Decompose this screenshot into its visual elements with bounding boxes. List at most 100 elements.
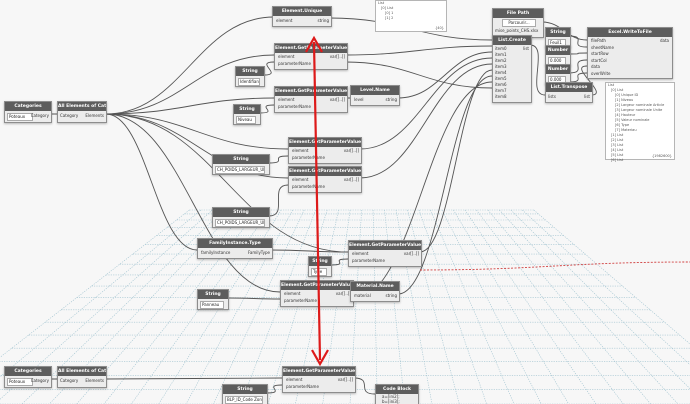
string-value-input[interactable]: CH_POIDS_LARGEUR_UNIT_NIC [215, 219, 265, 227]
node-title: String [213, 155, 269, 164]
node-title: String [309, 257, 331, 266]
port-label: element [276, 18, 293, 23]
connector-wire [330, 258, 349, 266]
node-title: Element.GetParameterValueByName [275, 87, 347, 96]
preview-line: [4] List [611, 148, 624, 152]
arrow-head-icon [305, 35, 323, 53]
node-title: Categories [5, 102, 51, 111]
category-dropdown[interactable]: Poteaux [7, 113, 33, 121]
node-title: Level.Name [351, 86, 399, 95]
grid-line [464, 209, 597, 404]
preview-line: List [378, 1, 385, 5]
getparameter-node[interactable]: Element.GetParameterValueByNameelementpa… [288, 166, 362, 193]
node-title: Element.GetParameterValueByName [275, 44, 347, 53]
getparameter-node[interactable]: Element.GetParameterValueByNameelementpa… [348, 240, 422, 267]
grid-line [213, 209, 305, 404]
code-block-node[interactable]: Code Blocka=[ini2];b=[ini3];c=... [375, 384, 419, 404]
port-label: data [591, 64, 601, 69]
node-title: FamilyInstance.Type [198, 239, 272, 248]
port-label: item1 [495, 52, 507, 57]
grid-line [185, 209, 293, 404]
connector-wire [568, 59, 588, 74]
preview-bubble[interactable]: List[0] List[0] 1[1] 2{40} [375, 0, 447, 32]
node-body: Niveau [234, 114, 260, 124]
node-title: String [213, 208, 269, 217]
node-title: Element.GetParameterValueByName [289, 167, 361, 176]
port-label: FamilyType [247, 250, 270, 255]
port-label: data [659, 38, 669, 43]
connector-wire [345, 61, 493, 89]
getparameter-node[interactable]: Element.GetParameterValueByNameelementpa… [288, 137, 362, 164]
port-label: list [584, 94, 590, 99]
node-title: All Elements of Category [58, 367, 106, 376]
grid-line [499, 209, 679, 404]
port-label: parameterName [352, 258, 385, 263]
preview-line: [3] List [611, 143, 624, 147]
node-title: Element.GetParameterValueByName [289, 138, 361, 147]
grid-line [395, 209, 433, 404]
browse-button[interactable]: Parcourir... [502, 19, 536, 27]
port-label: parameterName [278, 61, 311, 66]
preview-line: [1] List [611, 133, 624, 137]
file-path-value: mise_points_CHS.xlsx [495, 28, 539, 33]
category-dropdown[interactable]: Poteaux [7, 378, 33, 386]
connector-wire [581, 65, 597, 96]
string-value-input[interactable]: Identifiant [238, 78, 260, 86]
connector-wire [345, 45, 493, 56]
connector-wire [105, 113, 198, 251]
port-label: startRow [591, 51, 609, 56]
connector-wire [268, 184, 289, 217]
port-label: item0 [495, 46, 507, 51]
preview-line: [3] Largeur nominale Unite [615, 108, 663, 112]
string-value-input[interactable]: Niveau [236, 116, 256, 124]
connector-wire [263, 61, 275, 76]
preview-line: [5] List [611, 153, 624, 157]
port-label: lists [548, 94, 556, 99]
node-title: String [223, 385, 267, 394]
preview-line: List [608, 83, 615, 87]
getparameter-node[interactable]: Element.GetParameterValueByNameelementpa… [282, 366, 356, 393]
preview-bubble[interactable]: List[0] List[0] Unique ID[1] Niveau[2] L… [605, 82, 675, 162]
getparameter-node[interactable]: Element.GetParameterValueByNameelementpa… [274, 86, 348, 113]
connector-wire [259, 104, 275, 114]
all-elements-of-category-node[interactable]: All Elements of CategoryCategoryElements [57, 366, 107, 388]
preview-line: [0] 1 [385, 11, 394, 15]
node-title: String [234, 105, 260, 114]
preview-count: {40} [435, 26, 444, 30]
connector-wire [359, 63, 493, 179]
all-elements-of-category-node[interactable]: All Elements of CategoryCategoryElements [57, 101, 107, 123]
node-title: Excel.WriteToFile [588, 28, 672, 37]
string-value-input[interactable]: Panneau [200, 301, 224, 309]
port-label: var[]..[] [403, 251, 419, 256]
preview-line: [6] List [611, 158, 624, 162]
port-label: filePath [591, 38, 606, 43]
string-value-input[interactable]: CH_POIDS_LARGEUR_UNIT_PMH [215, 166, 265, 174]
getparameter-node[interactable]: Element.GetParameterValueByNameelementpa… [280, 280, 354, 307]
